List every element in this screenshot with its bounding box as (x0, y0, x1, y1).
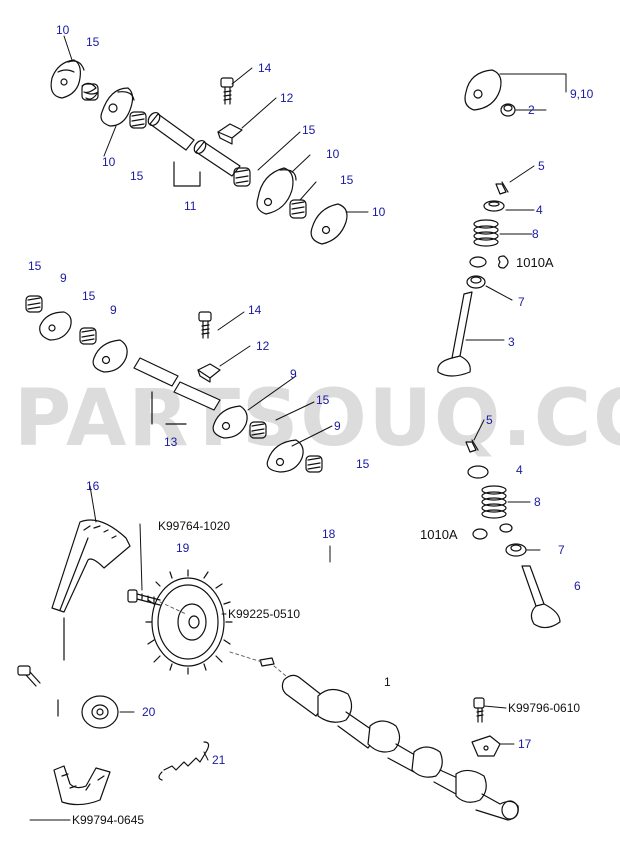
retainer-4-top (483, 200, 505, 212)
spring-15-lower (289, 199, 307, 219)
callout-8b: 8 (534, 495, 541, 509)
callout-5a: 5 (538, 159, 545, 173)
retainer-12-mid (197, 363, 221, 383)
camshaft-1 (281, 674, 519, 821)
seal-1010a-top (469, 255, 509, 269)
sprocket-bolt (127, 589, 161, 606)
rocker-shaft-13 (133, 357, 221, 425)
callout-3: 3 (508, 335, 515, 349)
retainer-4-mid (467, 465, 489, 479)
rocker-arm-9-right (212, 405, 248, 439)
callout-6: 6 (574, 579, 581, 593)
callout-2: 2 (528, 103, 535, 117)
spring-8-mid (481, 485, 507, 519)
callout-14b: 14 (248, 303, 262, 317)
bolt-14-top (220, 77, 234, 105)
spring-15-top (81, 82, 99, 101)
callout-7a: 7 (518, 295, 525, 309)
bolt-tensioner (17, 665, 41, 687)
watermark: PARTSOUQ.COM (14, 374, 620, 464)
rocker-arm-10-mid (100, 87, 135, 127)
spring-15-left (25, 295, 43, 313)
rocker-arm-10-top (50, 59, 85, 99)
callout-9-10: 9,10 (570, 87, 594, 101)
callout-15b: 15 (302, 123, 316, 137)
callout-20: 20 (142, 705, 156, 719)
spring-15-mid (129, 111, 147, 129)
callout-k99764-1020: K99764-1020 (158, 519, 231, 533)
callout-17: 17 (518, 737, 532, 751)
retainer-12-top (217, 123, 243, 145)
callout-16: 16 (86, 479, 100, 493)
valve-seal-7-top (466, 275, 486, 289)
callout-11: 11 (184, 199, 197, 213)
spring-15-mid2 (249, 421, 267, 439)
callout-15e: 15 (28, 259, 42, 273)
callout-10b: 10 (326, 147, 340, 161)
bolt-k99796 (473, 697, 485, 723)
callout-18: 18 (322, 527, 336, 541)
callout-k99794-0645: K99794-0645 (72, 813, 145, 827)
callout-15a: 15 (86, 35, 100, 49)
camshaft-sprocket-19 (145, 569, 233, 675)
adjuster-2 (500, 103, 516, 117)
rocker-arm-9-10-right (464, 69, 502, 111)
callout-1010a-bottom: 1010A (420, 527, 458, 542)
spring-21 (158, 741, 210, 781)
cotter-5-top (495, 181, 509, 195)
callout-1010a-top: 1010A (516, 255, 554, 270)
callout-10d: 10 (102, 155, 116, 169)
rocker-arm-9-mid (92, 339, 128, 373)
rocker-shaft-11 (147, 111, 241, 187)
callout-12b: 12 (256, 339, 270, 353)
callout-15h: 15 (356, 457, 370, 471)
callout-5b: 5 (486, 413, 493, 427)
callout-15f: 15 (82, 289, 96, 303)
rocker-arm-9-left (39, 311, 72, 341)
callout-15d: 15 (130, 169, 144, 183)
callout-8a: 8 (532, 227, 539, 241)
callout-4a: 4 (536, 203, 543, 217)
leader-lines (29, 35, 567, 821)
callout-10c: 10 (372, 205, 386, 219)
callout-10a: 10 (56, 23, 70, 37)
spring-15-left2 (79, 327, 97, 345)
callout-14a: 14 (258, 61, 272, 75)
timing-belt-16 (51, 519, 131, 806)
bolt-14-mid (198, 311, 212, 339)
callout-k99225-0510: K99225-0510 (228, 607, 301, 621)
tensioner-20 (81, 695, 119, 729)
spring-8-top (473, 219, 499, 247)
spring-15-right (233, 167, 251, 187)
callout-15c: 15 (340, 173, 354, 187)
callout-9a: 9 (60, 271, 67, 285)
callout-13: 13 (164, 435, 178, 449)
cotter-5-mid (465, 439, 479, 453)
callout-1: 1 (384, 675, 391, 689)
callout-12a: 12 (280, 91, 294, 105)
centre-lines (159, 601, 287, 677)
callout-19: 19 (176, 541, 190, 555)
callout-21: 21 (212, 753, 226, 767)
callout-7b: 7 (558, 543, 565, 557)
callout-k99796-0610: K99796-0610 (508, 701, 581, 715)
spring-15-lower2 (305, 455, 323, 473)
callout-15g: 15 (316, 393, 330, 407)
rocker-arm-10-lower (310, 203, 348, 245)
valve-3 (437, 291, 473, 377)
rocker-arm-9-lower (266, 439, 304, 473)
valve-seal-7-mid (505, 543, 527, 557)
bracket-17 (471, 735, 501, 757)
seal-1010a-mid (472, 523, 513, 540)
callout-9d: 9 (334, 419, 341, 433)
callout-9b: 9 (110, 303, 117, 317)
valve-6 (521, 565, 561, 629)
woodruff-key (259, 657, 275, 667)
callout-9c: 9 (290, 367, 297, 381)
callout-4b: 4 (516, 463, 523, 477)
